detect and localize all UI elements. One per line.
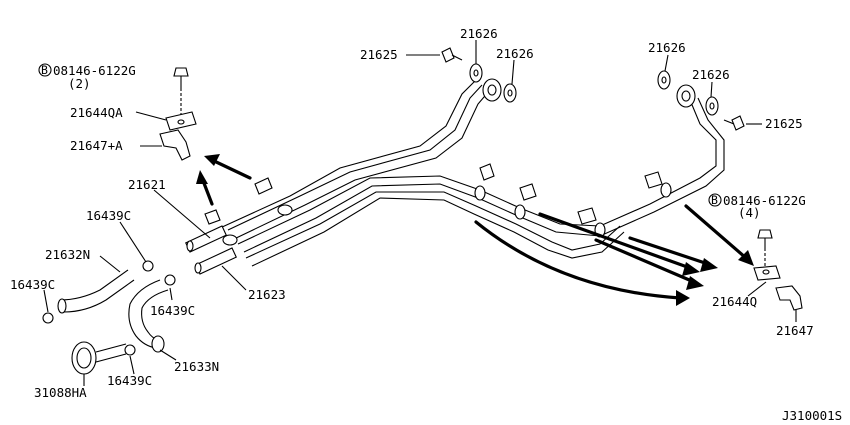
svg-text:B: B: [41, 63, 48, 77]
label-21644qa: 21644QA: [70, 105, 123, 120]
label-21621: 21621: [128, 177, 166, 192]
b-marker-left: B: [38, 63, 52, 77]
direction-arrows: [196, 154, 754, 306]
label-21623: 21623: [248, 287, 286, 302]
clamps: [159, 111, 803, 311]
hoses-clips: [42, 260, 176, 375]
label-21647: 21647: [776, 323, 814, 338]
label-bolt-top-left: 08146-6122G: [53, 63, 136, 78]
label-bolt-right-qty: (4): [738, 205, 761, 220]
bolt-21625-right: [731, 115, 745, 131]
label-31088ha: 31088HA: [34, 385, 87, 400]
clip-16439c-c: [164, 274, 176, 286]
label-bolt-top-left-qty: (2): [68, 76, 91, 91]
b-marker-right: B: [708, 193, 722, 207]
label-21633n: 21633N: [174, 359, 219, 374]
label-21626-1: 21626: [460, 26, 498, 41]
label-21632n: 21632N: [45, 247, 90, 262]
label-16439c-1: 16439C: [86, 208, 131, 223]
label-16439c-2: 16439C: [10, 277, 55, 292]
svg-text:B: B: [711, 193, 718, 207]
label-16439c-3: 16439C: [150, 303, 195, 318]
label-21647a: 21647+A: [70, 138, 123, 153]
pipe-assembly: [185, 78, 725, 275]
label-21626-4: 21626: [692, 67, 730, 82]
leader-lines: [43, 40, 797, 386]
clip-16439c-a: [42, 312, 54, 324]
label-21626-3: 21626: [648, 40, 686, 55]
washers-bolts: [173, 47, 773, 268]
clip-16439c-d: [124, 344, 136, 356]
label-21625-left: 21625: [360, 47, 398, 62]
label-21625-right: 21625: [765, 116, 803, 131]
clip-16439c-b: [142, 260, 154, 272]
part-labels: 08146-6122G (2) 08146-6122G (4) 21644QA …: [10, 26, 842, 423]
label-16439c-4: 16439C: [107, 373, 152, 388]
label-21644q: 21644Q: [712, 294, 757, 309]
label-21626-2: 21626: [496, 46, 534, 61]
label-bolt-right: 08146-6122G: [723, 193, 806, 208]
diagram-code: J310001S: [782, 408, 842, 423]
bolt-21625-left: [441, 47, 455, 63]
